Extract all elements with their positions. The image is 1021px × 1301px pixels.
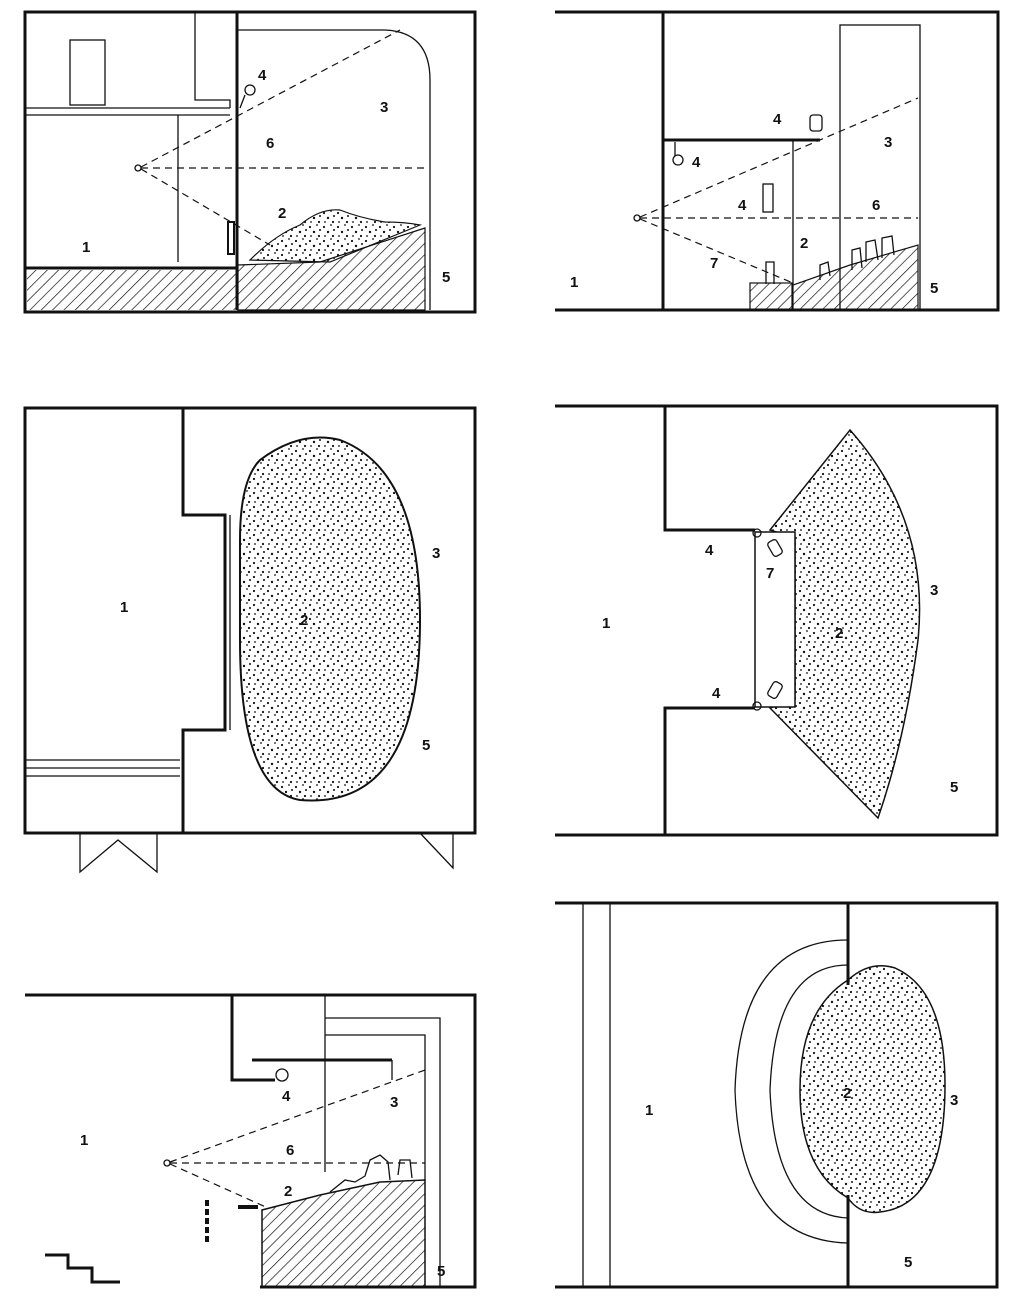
diagram-6-label-5: 5	[904, 1254, 912, 1271]
diagram-1-spotlight-arm	[239, 94, 246, 109]
diagram-1-eye-point	[134, 164, 142, 172]
diagram-1-sightline-low	[140, 168, 271, 246]
diagram-5-scenery	[329, 1154, 413, 1193]
diagram-5-stairs	[45, 1253, 120, 1284]
diagram-1-label-1: 1	[82, 239, 90, 256]
diagram-2-sightline-top	[639, 97, 919, 218]
diagram-5-sightline-low	[169, 1163, 269, 1209]
diagram-1-scenery-mound	[248, 209, 423, 263]
diagram-3-label-5: 5	[422, 737, 430, 754]
diagram-6-stage-area	[799, 965, 946, 1214]
diagram-1-floor-hatch	[27, 270, 237, 310]
diagram-1-section: 1 2 3 4 5 6	[23, 10, 477, 314]
diagram-2-label-4c: 4	[738, 197, 747, 214]
diagram-6-label-1: 1	[645, 1102, 653, 1119]
diagram-4-label-4a: 4	[705, 542, 714, 559]
diagram-4-frame	[555, 404, 999, 837]
diagram-4-lamp-bottom	[752, 701, 762, 711]
diagram-2-label-6: 6	[872, 197, 880, 214]
diagram-4-label-2: 2	[835, 625, 843, 642]
diagram-1-label-3: 3	[380, 99, 388, 116]
diagram-1-label-6: 6	[266, 135, 274, 152]
diagram-6-outer-arc	[734, 939, 849, 1244]
diagram-2-forestage-hatch	[749, 282, 793, 311]
diagram-2-label-5: 5	[930, 280, 938, 297]
diagram-4-label-1: 1	[602, 615, 610, 632]
diagram-4-label-5: 5	[950, 779, 958, 796]
diagram-2-gallery-lamp	[672, 154, 684, 166]
diagram-4-stage-area	[768, 428, 921, 820]
diagram-1-label-5: 5	[442, 269, 450, 286]
diagram-1-spotlight	[244, 84, 256, 96]
diagram-5-label-1: 1	[80, 1132, 88, 1149]
diagram-3-label-2: 2	[300, 612, 308, 629]
diagram-6-inner-arc	[769, 964, 849, 1219]
diagram-5-eye-point	[163, 1159, 171, 1167]
diagram-2-label-4b: 4	[692, 154, 701, 171]
diagram-2-label-4a: 4	[773, 111, 782, 128]
diagram-5-section: 1 2 3 4 5 6	[25, 993, 477, 1289]
diagram-5-label-2: 2	[284, 1183, 292, 1200]
diagram-2-label-1: 1	[570, 274, 578, 291]
diagram-6-label-3: 3	[950, 1092, 958, 1109]
diagram-2-section: 1 2 3 4 4 4 5 6 7	[555, 10, 1000, 312]
diagram-6-label-2: 2	[843, 1085, 851, 1102]
diagram-5-label-5: 5	[437, 1263, 445, 1280]
diagram-1-stagehouse	[238, 29, 431, 310]
diagram-3-label-1: 1	[120, 599, 128, 616]
diagram-5-stage-hatch	[261, 1179, 426, 1288]
diagram-2-label-2: 2	[800, 235, 808, 252]
diagram-5-sightline-top	[169, 1069, 426, 1163]
diagram-4-label-4b: 4	[712, 685, 721, 702]
diagram-4-spot-bottom	[767, 681, 783, 699]
diagram-6-plan: 1 2 3 5	[555, 901, 999, 1289]
diagram-1-box-door	[69, 39, 106, 106]
diagram-3-label-3: 3	[432, 545, 440, 562]
diagram-4-label-7: 7	[766, 565, 774, 582]
diagram-2-label-7: 7	[710, 255, 718, 272]
diagram-5-label-6: 6	[286, 1142, 294, 1159]
diagram-1-sightline-top	[140, 29, 401, 168]
diagram-4-plan: 1 2 3 4 4 5 7	[555, 404, 999, 837]
diagram-4-spot-top	[767, 539, 783, 557]
diagram-3-frame	[23, 406, 477, 835]
diagram-4-label-3: 3	[930, 582, 938, 599]
diagram-3-stair-lines	[25, 759, 180, 777]
diagram-5-spotlight	[275, 1068, 289, 1082]
diagram-4-proscenium	[663, 406, 755, 835]
diagram-2-sightline-low	[639, 218, 794, 284]
diagram-5-label-3: 3	[390, 1094, 398, 1111]
diagram-1-pit-lamp	[227, 221, 235, 255]
diagram-3-proscenium	[181, 408, 227, 833]
diagram-2-label-3: 3	[884, 134, 892, 151]
diagram-3-stage-area	[239, 436, 422, 802]
diagram-1-label-2: 2	[278, 205, 286, 222]
diagram-3-plan: 1 2 3 5	[23, 406, 477, 874]
diagram-5-stagehouse	[325, 1017, 441, 1287]
diagram-5-label-4: 4	[282, 1088, 291, 1105]
diagram-6-frame	[555, 901, 999, 1289]
diagram-3-entrance-right	[419, 832, 454, 870]
diagram-2-ceiling-lamp	[809, 114, 823, 132]
diagram-2-side-lamp	[762, 183, 774, 213]
diagram-1-frame	[23, 10, 477, 314]
diagram-3-entrance-left	[79, 833, 158, 874]
diagram-4-lamp-top	[752, 528, 762, 538]
diagram-1-label-4: 4	[258, 67, 267, 84]
diagram-1-balcony	[25, 12, 231, 116]
diagram-2-eye-point	[633, 214, 641, 222]
diagram-2-stage-hatch	[792, 244, 919, 311]
diagram-5-balcony	[230, 995, 275, 1082]
diagram-4-forestage	[754, 531, 796, 708]
diagram-2-scenery-flats	[765, 235, 895, 284]
diagram-2-frame	[555, 10, 1000, 312]
